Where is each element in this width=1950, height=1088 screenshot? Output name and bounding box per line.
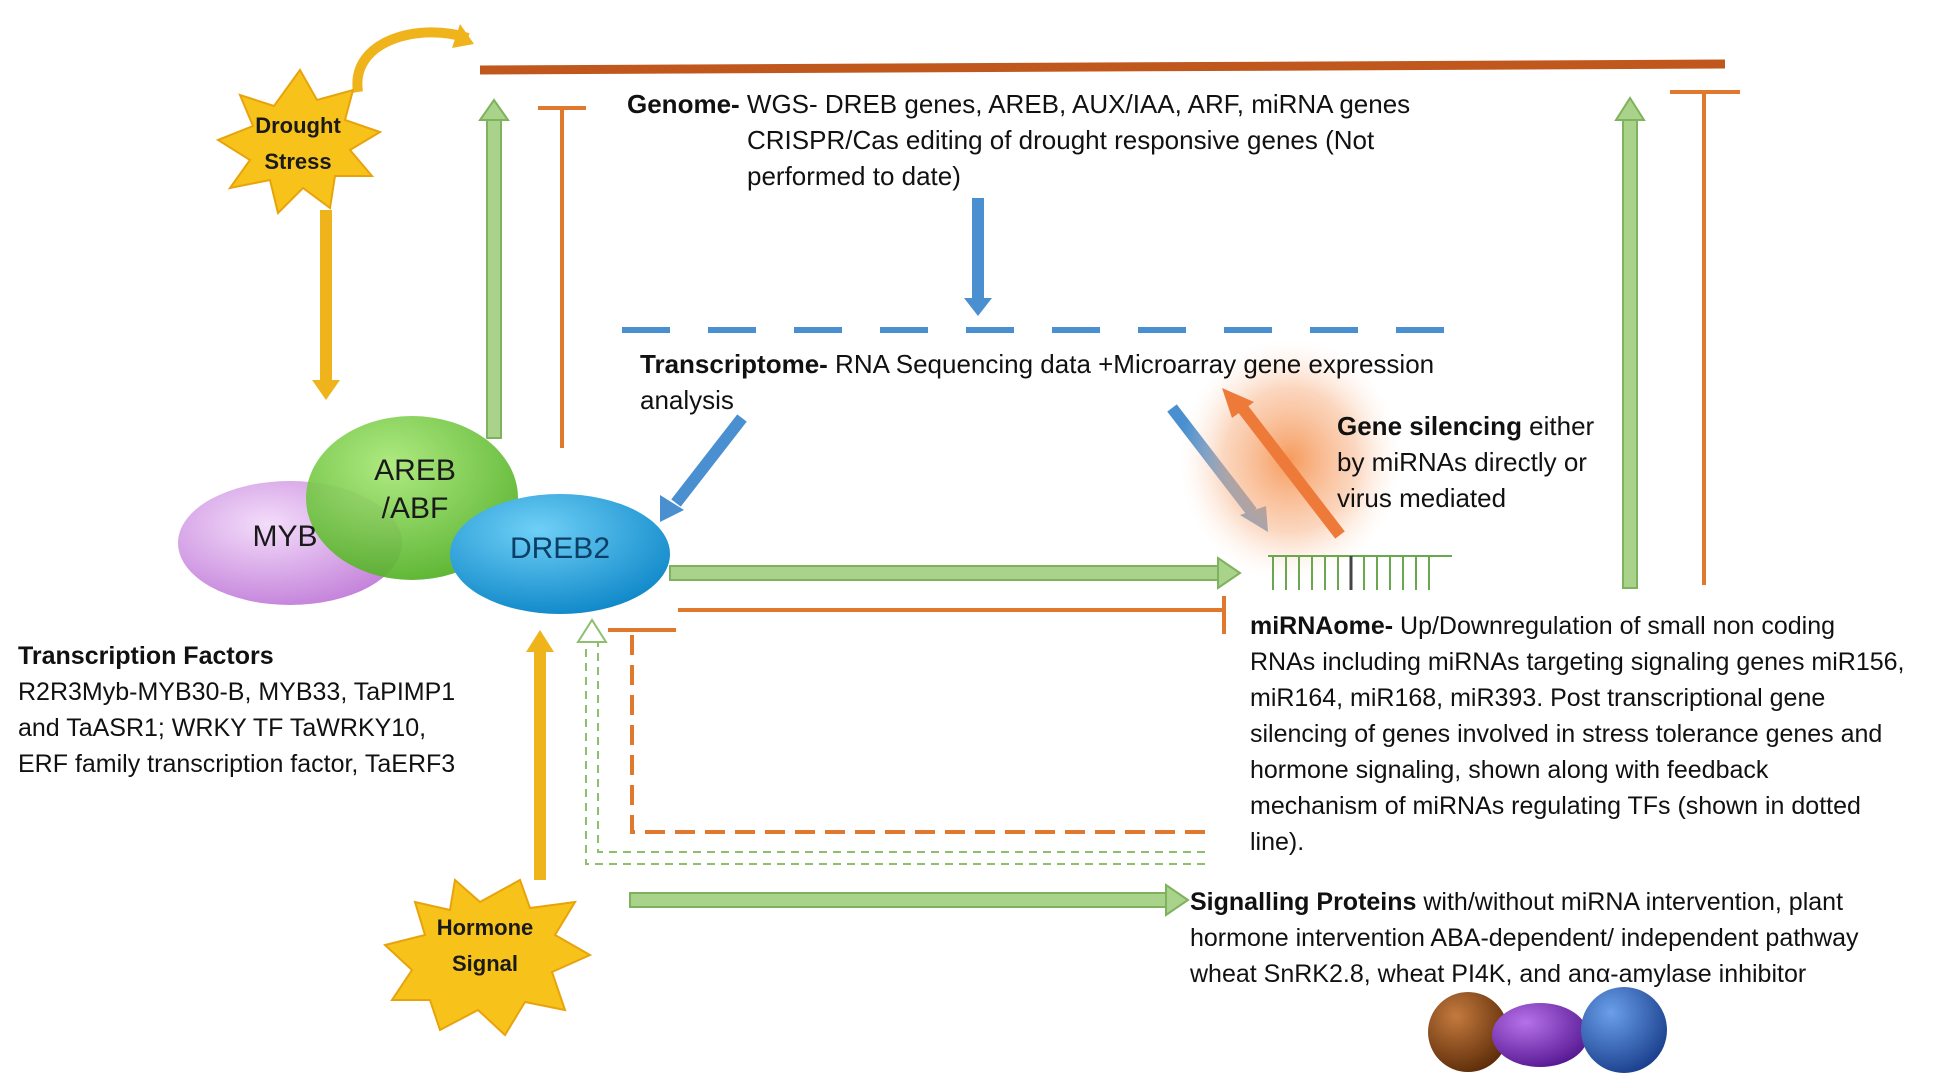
signalling-text: Signalling Proteins with/without miRNA i… [1190, 884, 1950, 992]
transcription-factors-title: Transcription Factors [18, 642, 274, 670]
gene-silencing-line1: Gene silencing either [1337, 408, 1657, 444]
gene-silencing-desc-1: either [1521, 411, 1595, 441]
hormone-to-signalling-arrowhead [1165, 883, 1190, 917]
green-dashed-feedback-arrowhead [576, 618, 608, 643]
drought-label: Drought Stress [238, 108, 358, 180]
hormone-to-dreb-arrowhead [526, 630, 554, 652]
areb-label-line2: /ABF [381, 492, 449, 525]
protein-ball-purple [1492, 1003, 1588, 1067]
mirnaome-desc-1: Up/Downregulation of small non coding [1393, 612, 1835, 640]
transcriptome-to-dreb-arrow [671, 414, 747, 507]
genome-title: Genome- [627, 89, 740, 119]
mirnaome-line1: miRNAome- Up/Downregulation of small non… [1250, 608, 1950, 644]
areb-to-genome-arrowhead [478, 98, 510, 121]
signalling-desc-1: with/without miRNA intervention, plant [1416, 888, 1844, 916]
genome-line3: performed to date) [747, 161, 961, 191]
genome-bar [479, 59, 1726, 75]
areb-label-line1: AREB [374, 454, 456, 487]
mirnaome-line3: miR164, miR168, miR393. Post transcripti… [1250, 684, 1826, 712]
drought-star [215, 68, 383, 215]
dreb2-label: DREB2 [509, 532, 611, 565]
transcription-factors-text: Transcription Factors R2R3Myb-MYB30-B, M… [18, 638, 538, 782]
gene-silencing-line3: virus mediated [1337, 483, 1507, 513]
hormone-star [382, 878, 593, 1037]
transcriptome-desc-1: RNA Sequencing data +Microarray gene exp… [827, 349, 1435, 379]
signalling-title: Signalling Proteins [1190, 888, 1417, 916]
signalling-line1: Signalling Proteins with/without miRNA i… [1190, 884, 1950, 920]
genome-line2: CRISPR/Cas editing of drought responsive… [747, 125, 1375, 155]
genome-text: Genome- WGS- DREB genes, AREB, AUX/IAA, … [627, 86, 1427, 194]
hormone-label-line1: Hormone [436, 915, 534, 940]
gene-silencing-text: Gene silencing either by miRNAs directly… [1337, 408, 1657, 516]
transcriptome-text: Transcriptome- RNA Sequencing data +Micr… [640, 346, 1480, 418]
drought-curve-arrowhead [452, 24, 474, 48]
signalling-line3: wheat SnRK2.8, wheat PI4K, and anα-amyla… [1190, 960, 1807, 988]
genome-desc-1: WGS- DREB genes, AREB, AUX/IAA, ARF, miR… [739, 89, 1411, 119]
signalling-line2: hormone intervention ABA-dependent/ inde… [1190, 924, 1859, 952]
mirnaome-line6: mechanism of miRNAs regulating TFs (show… [1250, 792, 1861, 820]
mirna-to-genome-arrowhead [1614, 96, 1646, 121]
dreb-to-mirna-arrowhead [1217, 556, 1242, 590]
protein-ball-blue [1581, 987, 1667, 1073]
transcription-factors-line1: R2R3Myb-MYB30-B, MYB33, TaPIMP1 [18, 678, 456, 706]
transcriptome-line2: analysis [640, 385, 734, 415]
hormone-label: Hormone Signal [420, 910, 550, 982]
gene-silencing-title: Gene silencing [1337, 411, 1522, 441]
silencing-arrowhead [1222, 388, 1254, 418]
hormone-to-signalling-arrow [629, 892, 1171, 908]
transcriptome-line1: Transcriptome- RNA Sequencing data +Micr… [640, 346, 1480, 382]
drought-label-line2: Stress [264, 149, 332, 174]
mirna-to-genome-arrow [1622, 117, 1638, 589]
protein-ball-brown [1428, 992, 1508, 1072]
areb-to-genome-arrow [486, 117, 502, 439]
mirnaome-line4: silencing of genes involved in stress to… [1250, 720, 1883, 748]
myb-label: MYB [252, 520, 318, 553]
green-dashed-feedback [597, 640, 1205, 853]
mirnaome-text: miRNAome- Up/Downregulation of small non… [1250, 608, 1950, 860]
silencing-arrow [1235, 401, 1345, 539]
transcriptome-to-dreb-arrowhead [660, 495, 684, 522]
mirnaome-title: miRNAome- [1250, 612, 1394, 640]
dreb-to-mirna-arrow [669, 565, 1221, 581]
transcription-factors-line3: ERF family transcription factor, TaERF3 [18, 750, 456, 778]
areb-label: AREB /ABF [350, 452, 480, 528]
mirna-comb [1268, 555, 1452, 590]
genome-line1: Genome- WGS- DREB genes, AREB, AUX/IAA, … [627, 86, 1427, 122]
mirnaome-line2: RNAs including miRNAs targeting signalin… [1250, 648, 1905, 676]
gene-silencing-line2: by miRNAs directly or [1337, 447, 1587, 477]
transcription-factors-line2: and TaASR1; WRKY TF TaWRKY10, [18, 714, 427, 742]
green-dashed-feedback-outer [585, 640, 1205, 865]
genome-to-transcriptome-arrowhead [964, 298, 992, 316]
drought-to-tf-arrowhead [312, 380, 340, 400]
dreb2-oval [450, 494, 670, 614]
hormone-label-line2: Signal [451, 951, 518, 976]
transcriptome-title: Transcriptome- [640, 349, 828, 379]
mirnaome-line5: hormone signaling, shown along with feed… [1250, 756, 1769, 784]
drought-curve-arrow [352, 27, 470, 93]
orange-dashed-feedback [630, 630, 1205, 834]
drought-label-line1: Drought [255, 113, 341, 138]
mirnaome-line7: line). [1250, 828, 1305, 856]
